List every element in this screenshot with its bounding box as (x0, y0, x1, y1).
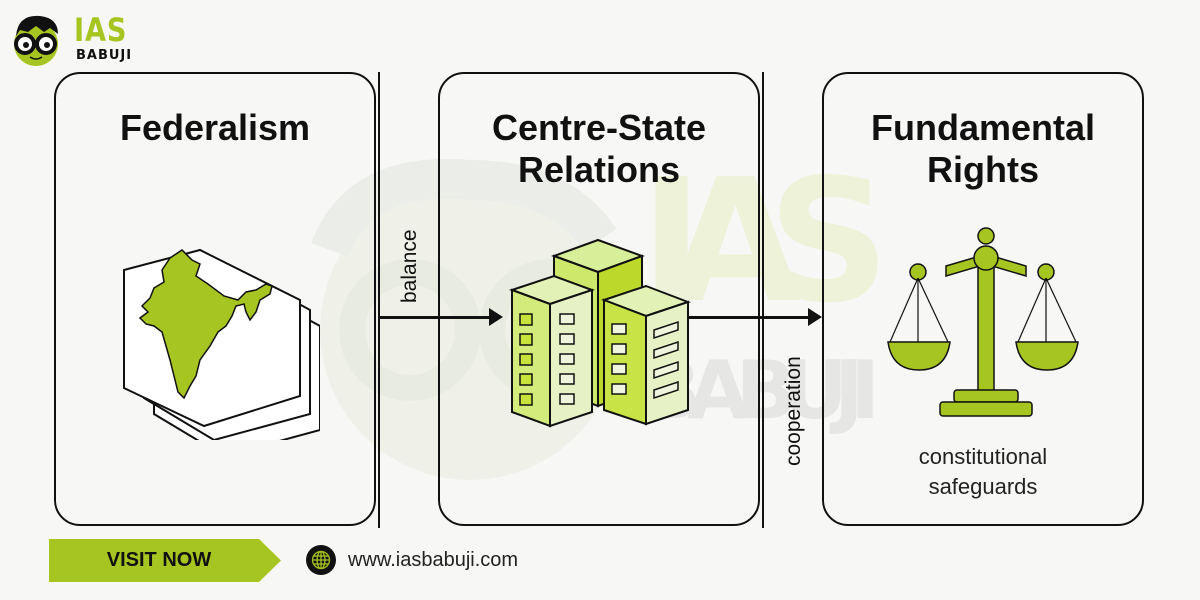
arrow-line (378, 316, 490, 319)
card-title-line-2: Rights (927, 149, 1039, 190)
scales-of-justice-icon (887, 227, 1079, 417)
cta-label: VISIT NOW (106, 549, 212, 571)
card-title-line-2: Relations (517, 149, 681, 190)
globe-icon (306, 545, 336, 575)
caption-line-1: constitutional (918, 444, 1048, 469)
card-title-line-1: Centre-State (491, 107, 707, 148)
card-federalism: Federalism (54, 72, 376, 526)
arrow-head-icon (489, 308, 503, 326)
card-title: Federalism (119, 107, 311, 148)
website-link[interactable]: www.iasbabuji.com (306, 544, 518, 576)
caption-line-2: safeguards (928, 474, 1038, 499)
brand-logo[interactable]: IAS BABUJI (6, 8, 131, 68)
cta-banner-shape (49, 539, 281, 582)
connector-label: cooperation (782, 356, 805, 466)
card-fundamental-rights: Fundamental Rights constitutional safegu… (822, 72, 1144, 526)
connector-label: balance (398, 229, 421, 303)
logo-text-ias: IAS (74, 11, 128, 49)
divider-line (378, 72, 380, 528)
arrow-head-icon (808, 308, 822, 326)
logo-text-babuji: BABUJI (76, 48, 133, 63)
india-map-icon (123, 248, 320, 440)
mascot-icon (14, 15, 58, 66)
divider-line (762, 72, 764, 528)
arrow-line (688, 316, 810, 319)
card-centre-state-relations: Centre-State Relations (438, 72, 760, 526)
buildings-icon (508, 238, 691, 428)
card-title-line-1: Fundamental (870, 107, 1095, 148)
website-url[interactable]: www.iasbabuji.com (348, 548, 519, 571)
visit-now-button[interactable]: VISIT NOW (49, 539, 281, 582)
